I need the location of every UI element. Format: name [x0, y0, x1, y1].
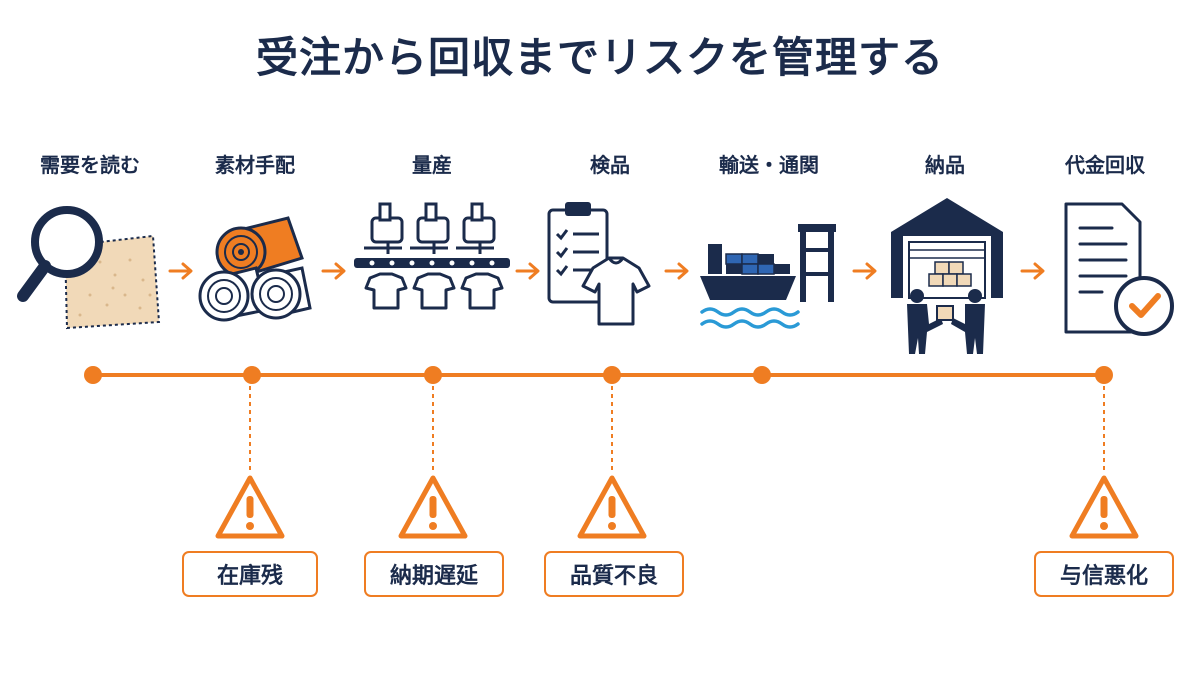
step-label-collection: 代金回収 — [1065, 153, 1145, 177]
timeline-node — [1095, 366, 1113, 384]
page-title: 受注から回収までリスクを管理する — [255, 33, 944, 82]
step-label-materials: 素材手配 — [215, 153, 295, 177]
step-label-inspection: 検品 — [590, 153, 630, 177]
step-label-delivery: 納品 — [925, 153, 965, 177]
flow-arrow-icon — [168, 262, 193, 280]
flow-arrow-icon — [321, 262, 346, 280]
warning-icon — [398, 475, 468, 539]
risk-tag-inventory: 在庫残 — [182, 551, 318, 597]
sewing-line-icon — [354, 202, 510, 310]
step-label-demand: 需要を読む — [40, 153, 140, 177]
fabric-rolls-icon — [198, 216, 312, 322]
step-label-production: 量産 — [412, 153, 452, 177]
invoice-check-icon — [1064, 202, 1174, 336]
timeline-node — [603, 366, 621, 384]
risk-tag-credit: 与信悪化 — [1034, 551, 1174, 597]
step-label-shipping: 輸送・通関 — [719, 153, 819, 177]
flow-arrow-icon — [852, 262, 877, 280]
timeline-node — [753, 366, 771, 384]
timeline-node — [243, 366, 261, 384]
flow-arrow-icon — [1020, 262, 1045, 280]
flow-arrow-icon — [664, 262, 689, 280]
cargo-ship-icon — [700, 224, 836, 329]
risk-tag-quality: 品質不良 — [544, 551, 684, 597]
risk-tag-delay: 納期遅延 — [364, 551, 504, 597]
flow-arrow-icon — [515, 262, 540, 280]
checklist-shirt-icon — [547, 202, 651, 326]
warning-icon — [1069, 475, 1139, 539]
warning-icon — [215, 475, 285, 539]
warning-icon — [577, 475, 647, 539]
magnifier-fabric-icon — [17, 206, 161, 330]
timeline-node — [424, 366, 442, 384]
timeline-node — [84, 366, 102, 384]
warehouse-handover-icon — [891, 198, 1003, 354]
